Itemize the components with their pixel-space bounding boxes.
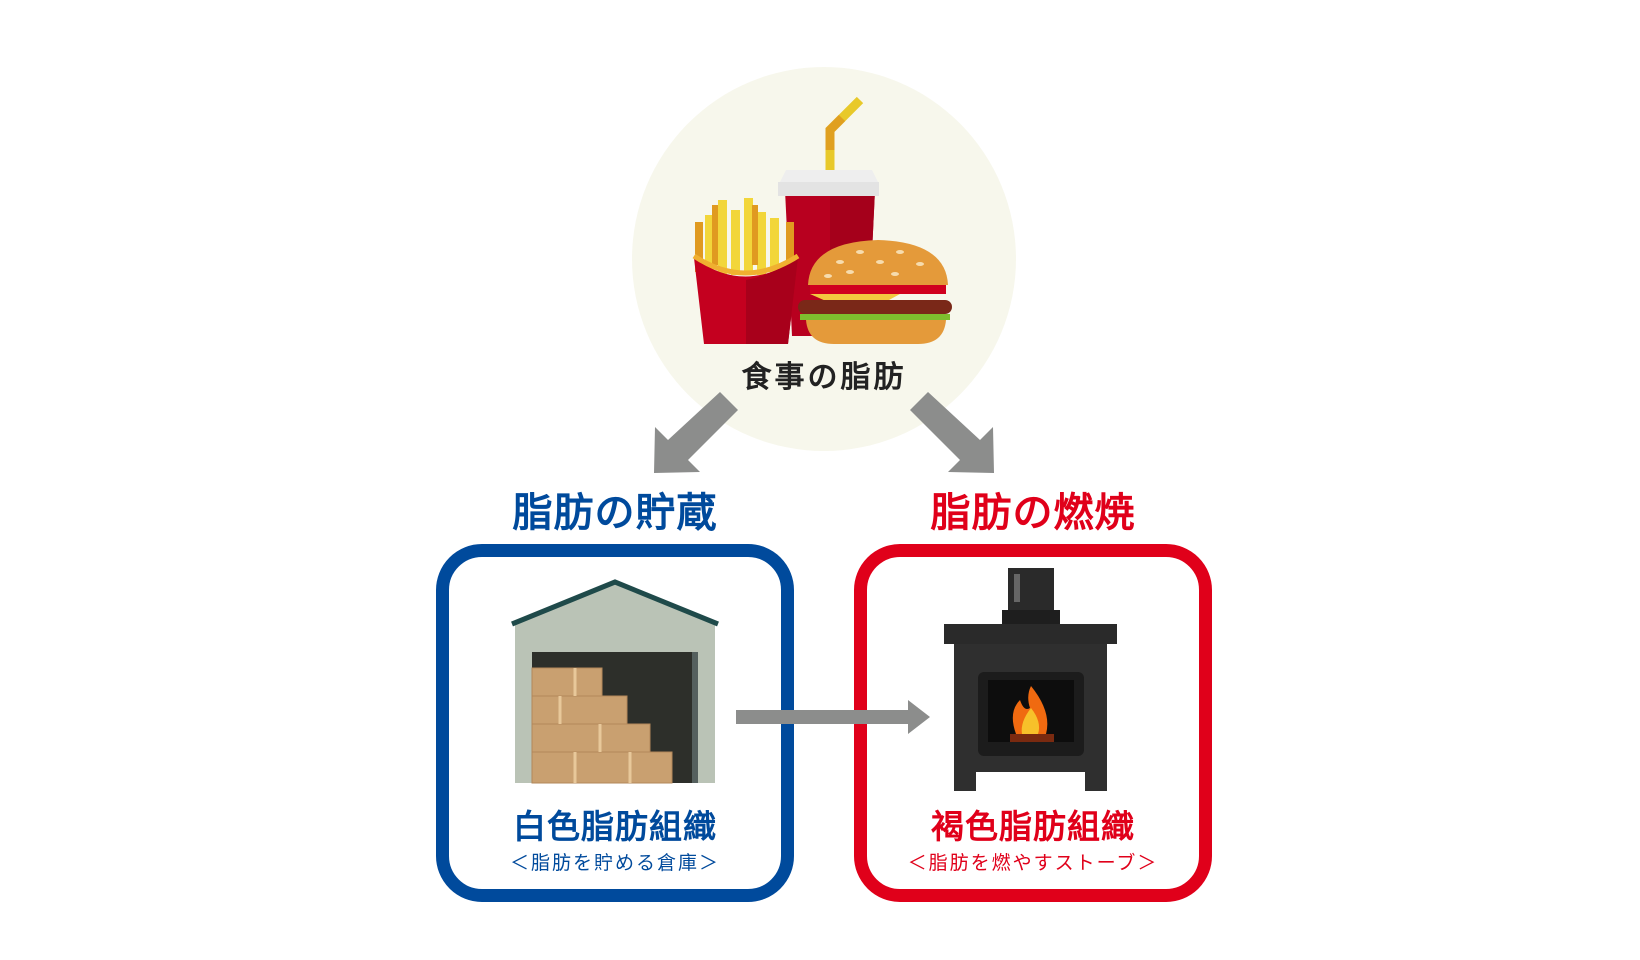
dietary-fat-label: 食事の脂肪 bbox=[741, 360, 907, 395]
white-adipose-description: ＜脂肪を貯める倉庫＞ bbox=[509, 852, 720, 874]
white-adipose-title: 白色脂肪組織 bbox=[513, 807, 717, 846]
brown-adipose-title: 褐色脂肪組織 bbox=[931, 807, 1135, 846]
storage-heading: 脂肪の貯蔵 bbox=[512, 490, 718, 536]
burning-heading: 脂肪の燃焼 bbox=[930, 490, 1136, 536]
brown-adipose-description: ＜脂肪を燃やすストーブ＞ bbox=[907, 852, 1159, 874]
